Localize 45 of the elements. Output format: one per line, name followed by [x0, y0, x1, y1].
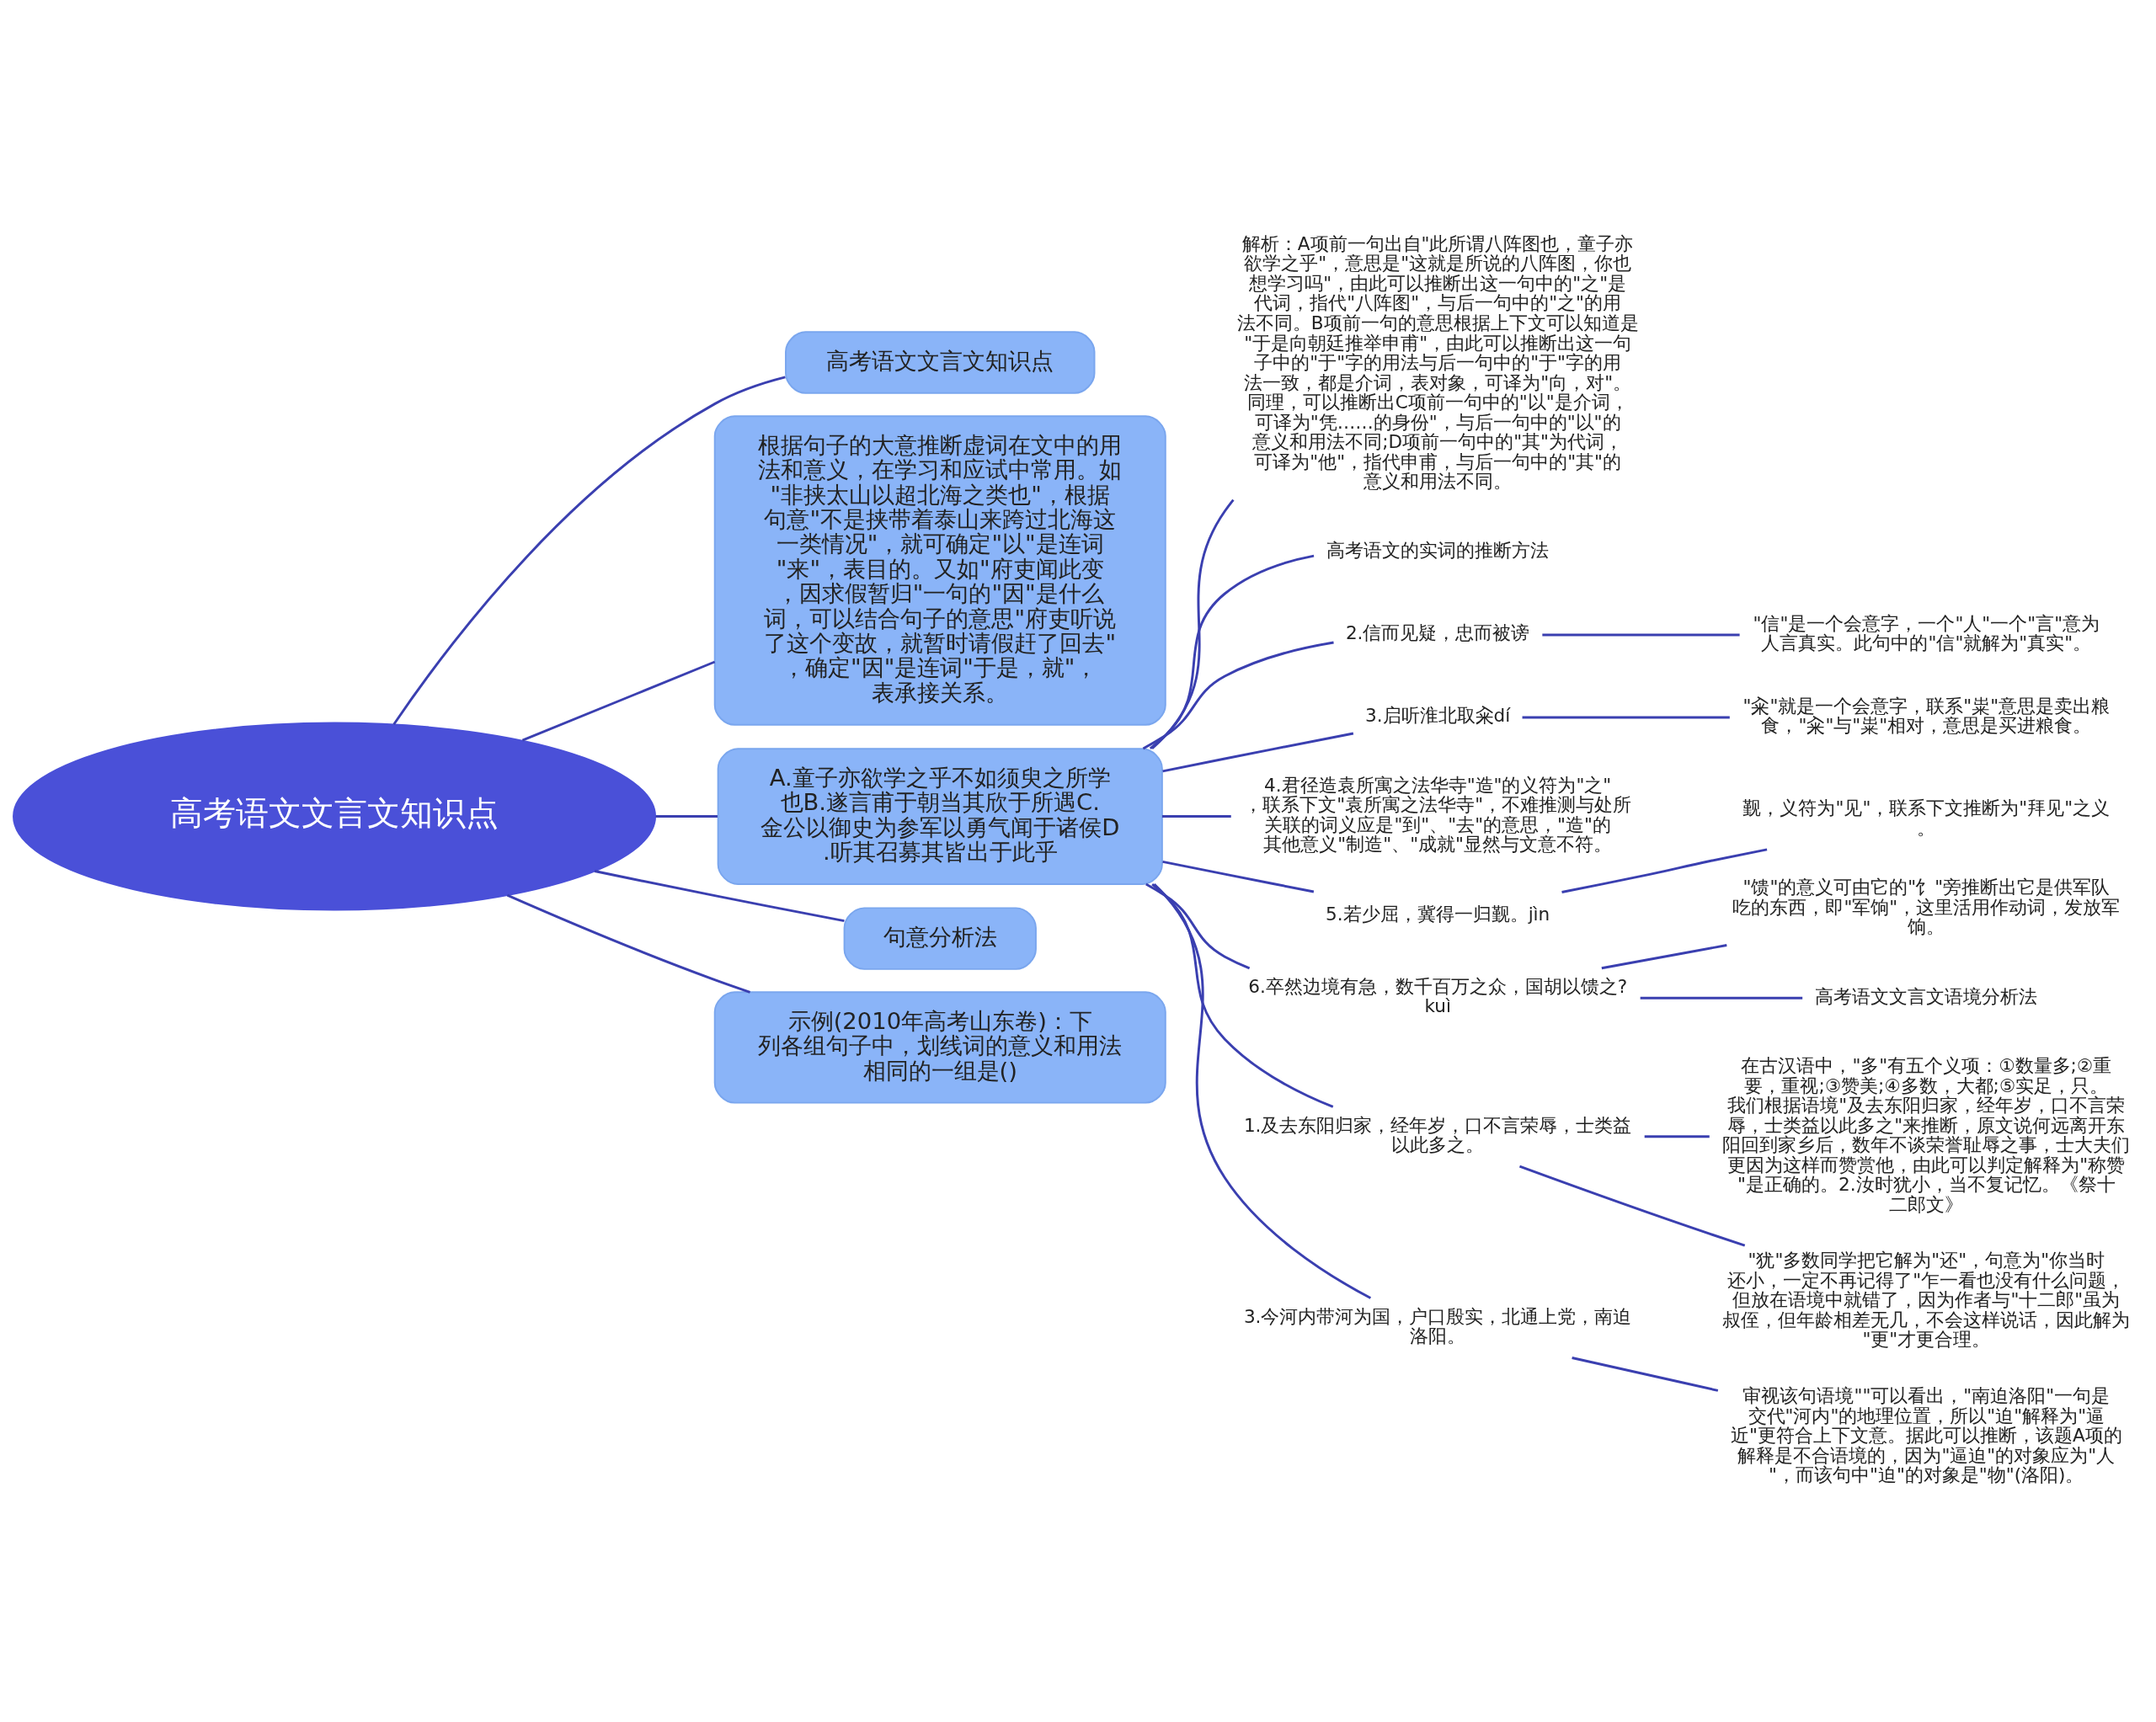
- connector: [392, 376, 786, 726]
- connector: [521, 660, 716, 742]
- node-text: 6.卒然边境有急，数千百万之众，国胡以馈之?kuì: [1248, 975, 1628, 1017]
- node-text: 觐，义符为"见"，联系下文推断为"拜见"之义。: [1742, 797, 2111, 839]
- node-box: 示例(2010年高考山东卷)：下列各组句子中，划线词的意义和用法相同的一组是(): [713, 991, 1166, 1104]
- node-text: "犹"多数同学把它解为"还"，句意为"你当时还小，一定不再记得了"乍一看也没有什么问题，但放在语境中就错了，因为作者与"十二郎"虽为叔侄，但年龄相差无几，不会这样说话，因此解为"更"才更合理。: [1722, 1250, 2131, 1351]
- node-text: 在古汉语中，"多"有五个义项：①数量多;②重要，重视;③赞美;④多数，大都;⑤实足，只。我们根据语境"及去东阳归家，经年岁，口不言荣辱，士类益以此多之"来推断，原文说何远离开东阳回到家乡后，数年不谈荣誉耻辱之事，士大夫们更因为这样而赞赏他，由此可以判定解释为"称赞"是正确的。2.汝时犹小，当不复记忆。《祭十二郎文》: [1722, 1054, 2131, 1215]
- connector: [1561, 848, 1768, 893]
- node-text: 3.启听淮北取籴dí: [1365, 705, 1511, 727]
- connector: [1522, 716, 1730, 719]
- connector: [1161, 815, 1231, 818]
- connector: [1162, 732, 1354, 773]
- connector: [1142, 641, 1334, 750]
- node-text: 3.今河内带河为国，户口殷实，北通上党，南迫洛阳。: [1243, 1305, 1632, 1347]
- node-text: 高考语文文言文语境分析法: [1815, 985, 2038, 1007]
- node-text: 5.若少屈，冀得一归觐。jìn: [1326, 903, 1550, 925]
- connector: [1151, 883, 1334, 1108]
- node-ellipse: 高考语文文言文知识点: [13, 722, 657, 911]
- connector: [1572, 1357, 1719, 1392]
- node-text: 审视该句语境""可以看出，"南迫洛阳"一句是交代"河内"的地理位置，所以"迫"解释为"逼近"更符合上下文意。据此可以推断，该题A项的解释是不合语境的，因为"逼迫"的对象应为"人"，而该句中"迫"的对象是"物"(洛阳)。: [1731, 1384, 2122, 1486]
- connector: [594, 870, 845, 923]
- connector: [1162, 860, 1315, 893]
- connector: [1542, 633, 1740, 637]
- node-text: 1.及去东阳归家，经年岁，口不言荣辱，士类益以此多之。: [1243, 1114, 1632, 1156]
- connector: [655, 815, 718, 818]
- node-text: 高考语文的实词的推断方法: [1326, 540, 1550, 562]
- connector: [1150, 498, 1235, 749]
- connector: [1640, 996, 1803, 1000]
- node-box: 高考语文文言文知识点: [785, 331, 1096, 394]
- node-text: 解析：A项前一句出自"此所谓八阵图也，童子亦欲学之乎"，意思是"这就是所说的八阵图，你也想学习吗"，由此可以推断出这一句中的"之"是代词，指代"八阵图"，与后一句中的"之"的用法不同。B项前一句的意思根据上下文可以知道是"于是向朝廷推举申甫"，由此可以推断出这一句子中的"于"字的用法与后一句中的"于"字的用法一致，都是介词，表对象，可译为"向，对"。同理，可以推断出C项前一句中的"以"是介词，可译为"凭……的身份"，与后一句中的"以"的意义和用法不同;D项前一句中的"其"为代词，可译为"他"，指代申甫，与后一句中的"其"的意义和用法不同。: [1236, 232, 1639, 493]
- connector: [1145, 882, 1251, 970]
- node-text: 4.君径造袁所寓之法华寺"造"的义符为"之"，联系下文"袁所寓之法华寺"，不难推测与处所关联的词义应是"到"、"去"的意思，"造"的其他意义"制造"、"成就"显然与文意不符。: [1244, 774, 1632, 856]
- node-text: "馈"的意义可由它的"饣"旁推断出它是供军队吃的东西，即"军饷"，这里活用作动词，发放军饷。: [1732, 877, 2121, 938]
- node-text: "信"是一个会意字，一个"人"一个"言"意为人言真实。此句中的"信"就解为"真实"。: [1753, 612, 2100, 654]
- node-box: 句意分析法: [843, 907, 1037, 970]
- node-text: "籴"就是一个会意字，联系"粜"意思是卖出粮食，"籴"与"粜"相对，意思是买进粮食。: [1742, 695, 2111, 737]
- connector: [1149, 554, 1315, 750]
- connector: [1644, 1135, 1710, 1138]
- node-text: 2.信而见疑，忠而被谤: [1345, 622, 1530, 644]
- node-box: 根据句子的大意推断虚词在文中的用法和意义，在学习和应试中常用。如"非挟太山以超北海之类也"，根据句意"不是挟带着泰山来跨过北海这一类情况"，就可确定"以"是连词"来"，表目的。又如"府吏闻此变，因求假暂归"一句的"因"是什么词，可以结合句子的意思"府吏听说了这个变故，就暂时请假赶了回去"，确定"因"是连词"于是，就"，表承接关系。: [713, 415, 1166, 726]
- connector: [1601, 944, 1727, 970]
- connector: [1153, 882, 1372, 1299]
- connector: [1518, 1165, 1746, 1247]
- node-box: A.童子亦欲学之乎不如须臾之所学也B.遂言甫于朝当其欣于所遇C.金公以御史为参军以勇气闻于诸侯D.听其召募其皆出于此乎: [717, 748, 1163, 885]
- connector: [506, 893, 751, 994]
